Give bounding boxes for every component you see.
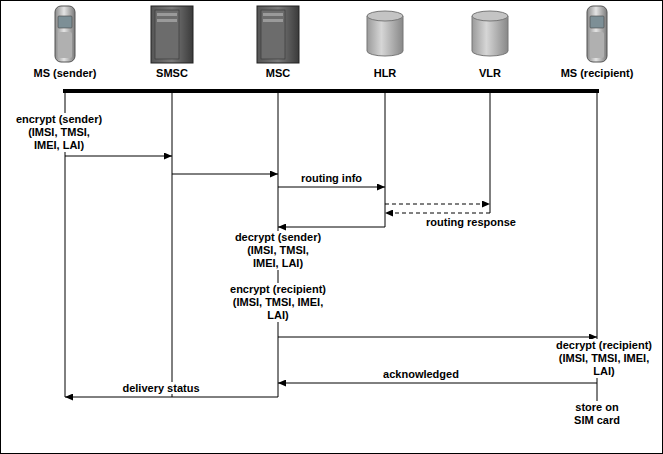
message-arrow (278, 187, 385, 188)
server-icon (257, 6, 299, 63)
header-bar (63, 89, 599, 93)
lifeline (172, 93, 173, 397)
server-body (257, 6, 299, 63)
step-note: decrypt (recipient) (IMSI, TMSI, IMEI, L… (551, 339, 657, 378)
participant-label: MS (recipient) (559, 67, 636, 80)
phone-icon (587, 6, 607, 62)
phone-icon (55, 6, 75, 62)
phone-body (587, 6, 607, 62)
phone-screen (590, 16, 604, 28)
participant-label: MSC (264, 67, 292, 80)
message-label: routing response (424, 216, 518, 228)
participant-label: MS (sender) (32, 67, 99, 80)
step-note: decrypt (sender) (IMSI, TMSI, IMEI, LAI) (232, 231, 324, 270)
lifeline (385, 93, 386, 227)
server-icon (151, 6, 193, 63)
participant-name: MS (recipient) (561, 67, 634, 80)
participant-name: HLR (374, 67, 397, 80)
phone-screen (58, 16, 72, 28)
message-arrow (278, 337, 597, 338)
server-panel (261, 10, 285, 59)
participant-name: SMSC (156, 67, 188, 80)
drive-slot (157, 13, 177, 16)
message-arrow (172, 174, 278, 175)
phone-keypad (58, 32, 72, 58)
message-arrow (278, 383, 597, 384)
server-body (151, 6, 193, 63)
server-panel (155, 10, 179, 59)
message-label: delivery status (120, 382, 201, 394)
phone-keypad (590, 32, 604, 58)
database-icon (472, 11, 508, 56)
participant-name: VLR (479, 67, 501, 80)
step-note: encrypt (recipient) (IMSI, TMSI, IMEI, L… (225, 283, 331, 322)
message-arrow (385, 213, 490, 214)
participant-label: SMSC (154, 67, 190, 80)
message-arrow (65, 397, 278, 398)
participant-label: VLR (477, 67, 503, 80)
cylinder-top (367, 11, 403, 21)
step-note: store on SIM card (567, 401, 627, 427)
drive-slot (157, 19, 177, 22)
cylinder-body (472, 16, 508, 56)
message-arrow (65, 156, 172, 157)
message-arrow (278, 227, 385, 228)
drive-slot (263, 13, 283, 16)
participant-label: HLR (372, 67, 399, 80)
message-label: acknowledged (381, 368, 461, 380)
step-note: encrypt (sender) (IMSI, TMSI, IMEI, LAI) (13, 113, 105, 152)
message-arrow (385, 204, 490, 205)
database-icon (367, 11, 403, 56)
drive-slot (263, 19, 283, 22)
participant-name: MSC (266, 67, 290, 80)
phone-body (55, 6, 75, 62)
message-label: routing info (299, 172, 364, 184)
cylinder-body (367, 16, 403, 56)
lifeline (490, 93, 491, 213)
participant-name: MS (sender) (34, 67, 97, 80)
cylinder-top (472, 11, 508, 21)
